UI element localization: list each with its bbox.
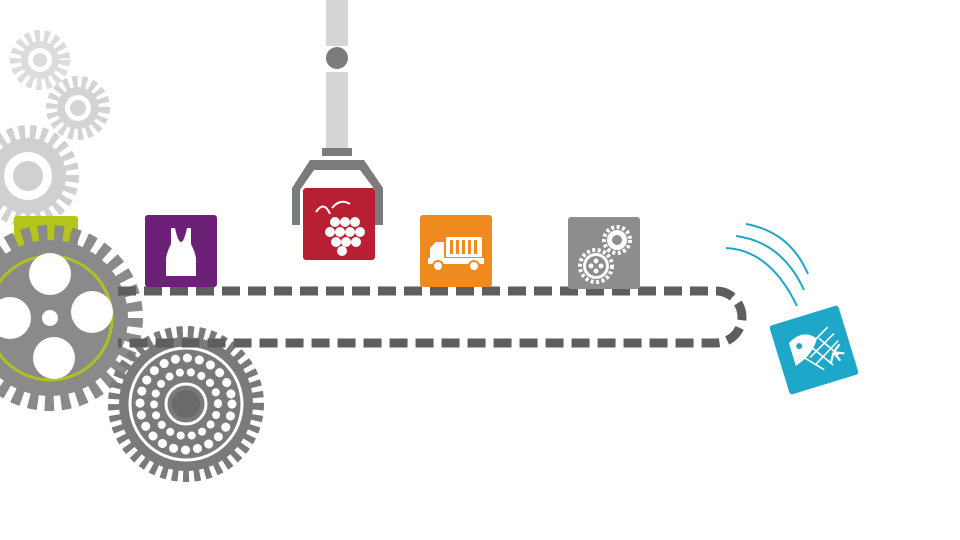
gears-icon	[578, 225, 632, 284]
small-gear-icon	[10, 30, 70, 90]
tile-textiles	[145, 215, 217, 287]
tile-agriculture	[303, 188, 375, 260]
robotic-arm	[292, 0, 383, 225]
tank-top-icon	[166, 228, 196, 276]
large-gear-icon	[0, 225, 143, 411]
motion-lines	[725, 223, 809, 307]
tile-engineering	[568, 217, 640, 289]
conveyor-belt	[118, 286, 747, 348]
tile-fisheries	[769, 305, 859, 395]
tile-logistics	[420, 215, 492, 287]
grapes-icon	[315, 200, 365, 256]
medium-gear-icon	[0, 125, 79, 227]
truck-icon	[428, 237, 484, 272]
fishing-net-icon	[788, 326, 845, 371]
small-gear-icon	[46, 76, 110, 140]
dotted-gear-icon	[108, 326, 264, 482]
